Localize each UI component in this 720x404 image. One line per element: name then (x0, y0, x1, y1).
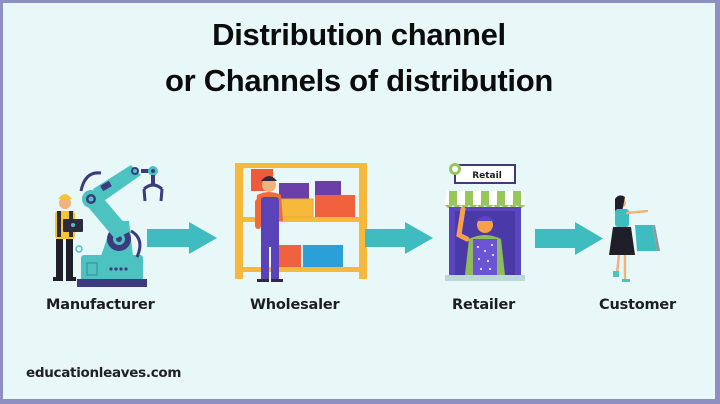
title-line-2: or Channels of distribution (165, 63, 553, 98)
retail-sign-text: Retail (472, 171, 502, 181)
stage-label-customer: Customer (599, 297, 676, 313)
retail-shop-vendor-icon: Retail (445, 163, 525, 281)
robot-arm-factory-worker-icon (53, 165, 164, 287)
arrow-right-icon (147, 222, 217, 254)
stage-label-retailer: Retailer (452, 297, 516, 313)
warehouse-shelf-worker-icon (235, 163, 367, 282)
shopping-woman-icon (609, 195, 660, 282)
stage-label-wholesaler: Wholesaler (250, 297, 340, 313)
arrow-right-icon (365, 222, 433, 254)
source-website: educationleaves.com (26, 365, 182, 381)
diagram-canvas: Distribution channel or Channels of dist… (3, 3, 715, 399)
stage-label-manufacturer: Manufacturer (46, 297, 155, 313)
title-line-1: Distribution channel (212, 17, 506, 52)
arrow-right-icon (535, 222, 603, 255)
